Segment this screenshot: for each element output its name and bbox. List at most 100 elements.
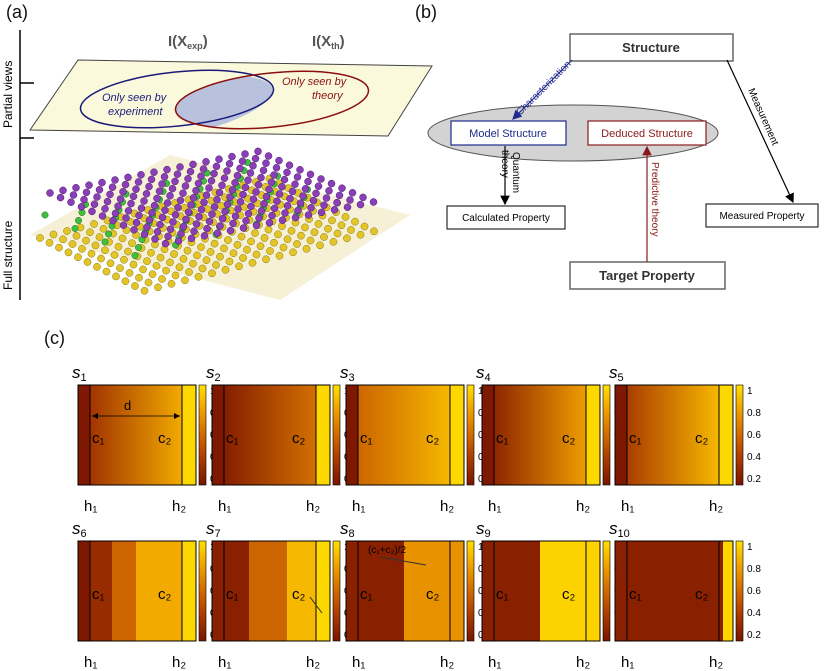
panel-b-label: (b) <box>415 2 437 22</box>
atom-purple <box>335 191 344 200</box>
atom-yellow <box>114 242 123 251</box>
atom-purple <box>309 196 318 205</box>
atom-yellow <box>144 278 153 287</box>
plot-title: s3 <box>340 363 355 384</box>
atom-purple <box>207 177 216 185</box>
c2-label: c₂ <box>292 586 306 603</box>
atom-purple <box>264 152 273 160</box>
colorbar-tick: 0.8 <box>747 564 761 575</box>
atom-purple <box>280 175 289 184</box>
atom-purple <box>244 209 253 218</box>
atom-yellow <box>252 250 261 259</box>
atom-purple <box>186 167 195 176</box>
mid-annotation: (c₁+c₂)/2 <box>368 545 407 556</box>
atom-yellow <box>243 245 251 254</box>
plot-title: s7 <box>206 519 221 540</box>
atom-purple <box>236 198 245 206</box>
atom-yellow <box>301 223 309 232</box>
atom-yellow <box>351 217 359 226</box>
atom-yellow <box>128 239 136 248</box>
atom-purple <box>135 211 143 220</box>
atom-purple <box>111 209 120 218</box>
plot-frame <box>345 384 465 486</box>
atom-yellow <box>316 241 324 250</box>
atom-purple <box>98 212 107 220</box>
atom-yellow <box>314 220 323 228</box>
atom-purple <box>111 176 119 184</box>
c1-label: c₁ <box>496 586 509 603</box>
atom-purple <box>124 173 132 182</box>
quantum-label-2: theory <box>499 150 510 178</box>
atom-yellow <box>167 279 176 288</box>
atom-purple <box>150 201 159 210</box>
model-structure-text: Model Structure <box>469 128 547 140</box>
atom-purple <box>216 222 224 230</box>
atom-yellow <box>212 261 220 269</box>
measured-property-text: Measured Property <box>719 211 804 222</box>
atom-yellow <box>64 248 73 257</box>
atom-purple <box>151 235 159 243</box>
atom-yellow <box>262 255 270 264</box>
atom-purple <box>168 184 177 193</box>
atom-purple <box>283 168 291 177</box>
atom-purple <box>244 176 252 184</box>
atom-purple <box>145 216 154 224</box>
atom-purple <box>189 194 198 202</box>
atom-purple <box>166 225 175 233</box>
plot-frame <box>614 384 734 486</box>
atom-yellow <box>95 233 104 241</box>
atom-purple <box>184 175 192 183</box>
atom-purple <box>346 196 354 204</box>
atom-purple <box>124 207 133 215</box>
atom-yellow <box>156 253 165 262</box>
heatmap-band <box>287 541 316 641</box>
atom-purple <box>192 220 201 228</box>
atom-yellow <box>324 224 332 233</box>
atom-purple <box>140 197 148 205</box>
atom-purple <box>210 169 218 178</box>
atom-purple <box>265 219 274 227</box>
atom-purple <box>205 217 214 226</box>
d-arrow-head-left <box>92 413 98 419</box>
atom-purple <box>158 213 167 222</box>
calculated-property-text: Calculated Property <box>462 213 550 224</box>
atom-yellow <box>78 245 86 253</box>
heatmap-plot: s1c₁c₂h₁h₂d10.80.60.40.2 <box>72 363 224 515</box>
heatmap-band <box>482 541 540 641</box>
colorbar <box>735 540 744 642</box>
plot-frame <box>77 540 197 642</box>
atom-purple <box>181 182 190 190</box>
atom-purple <box>189 160 197 169</box>
c2-label: c₂ <box>426 430 440 447</box>
heatmap-band <box>316 541 330 641</box>
atom-purple <box>199 165 208 173</box>
deduced-structure-text: Deduced Structure <box>601 128 693 140</box>
atom-purple <box>356 200 365 209</box>
atom-purple <box>225 160 234 168</box>
plot-frame <box>211 384 331 486</box>
atom-purple <box>241 150 249 158</box>
atom-yellow <box>87 249 96 258</box>
atom-green <box>75 217 82 224</box>
atom-purple <box>314 182 323 190</box>
th-text-2: theory <box>312 90 344 102</box>
atom-yellow <box>310 228 319 237</box>
atom-purple <box>251 154 260 163</box>
heatmap-band <box>723 541 733 641</box>
atom-yellow <box>147 248 155 257</box>
atom-purple <box>140 230 149 239</box>
atom-purple <box>205 184 213 192</box>
atom-yellow <box>154 283 162 292</box>
c2-label: c₂ <box>426 586 440 603</box>
atom-yellow <box>293 240 301 248</box>
atom-yellow <box>131 282 139 290</box>
atom-yellow <box>140 286 149 295</box>
atom-purple <box>234 205 242 213</box>
target-property-text: Target Property <box>599 268 696 283</box>
atom-purple <box>72 184 80 192</box>
atom-purple <box>338 184 346 192</box>
colorbar <box>602 540 611 642</box>
colorbar-tick: 0.4 <box>747 452 761 463</box>
